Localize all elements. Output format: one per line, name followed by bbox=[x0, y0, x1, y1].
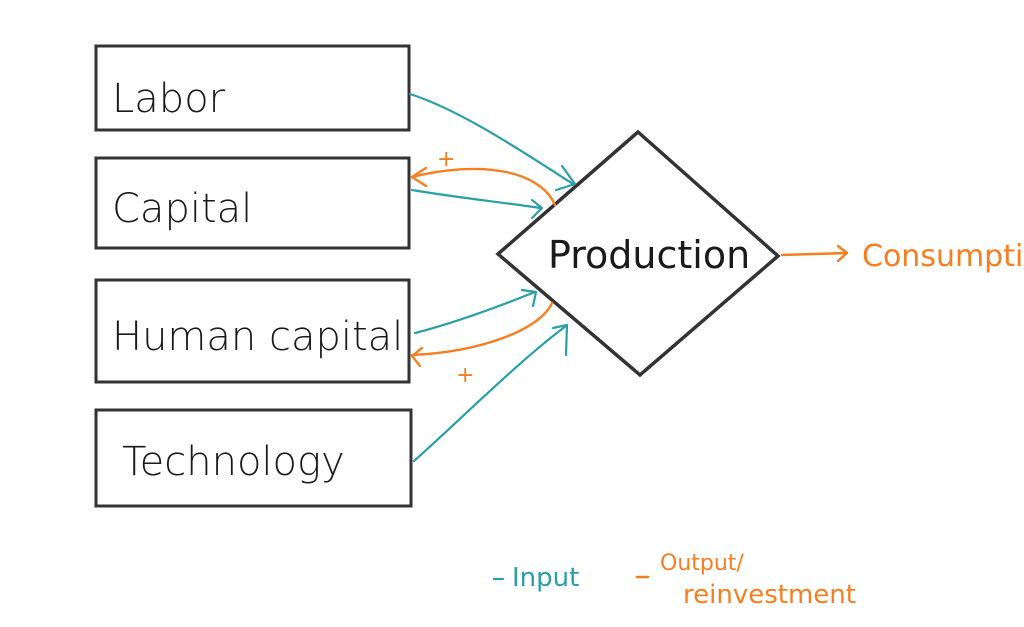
input-arrow-capital bbox=[410, 188, 544, 220]
legend-item-input: Input bbox=[492, 563, 579, 593]
production-node: Production bbox=[495, 129, 781, 378]
input-label-labor: Labor bbox=[112, 76, 226, 122]
legend-input-label: Input bbox=[512, 563, 579, 593]
consumption-label: Consumption bbox=[862, 239, 1024, 274]
input-label-capital: Capital bbox=[112, 186, 252, 232]
plus-sign-human-capital: + bbox=[456, 363, 474, 388]
reinvestment-arrow-human-capital: + bbox=[410, 301, 554, 388]
legend-output-label-line2: reinvestment bbox=[683, 580, 856, 610]
input-label-human-capital: Human capital bbox=[112, 314, 403, 360]
input-label-technology: Technology bbox=[122, 439, 345, 485]
output-arrow-consumption: Consumption bbox=[780, 239, 1024, 274]
legend: Input Output/ reinvestment bbox=[492, 551, 856, 610]
legend-output-label-line1: Output/ bbox=[660, 551, 744, 576]
production-label: Production bbox=[548, 233, 750, 277]
input-box-technology: Technology bbox=[94, 408, 413, 508]
input-arrow-human-capital bbox=[413, 288, 538, 335]
input-arrow-technology bbox=[412, 323, 569, 463]
reinvestment-arrow-capital: + bbox=[410, 147, 557, 207]
plus-sign-capital: + bbox=[437, 147, 455, 172]
input-box-human-capital: Human capital bbox=[94, 278, 411, 384]
input-arrow-labor bbox=[408, 92, 577, 192]
input-box-labor: Labor bbox=[94, 44, 411, 132]
legend-item-output: Output/ reinvestment bbox=[635, 551, 856, 610]
input-box-capital: Capital bbox=[94, 156, 411, 250]
